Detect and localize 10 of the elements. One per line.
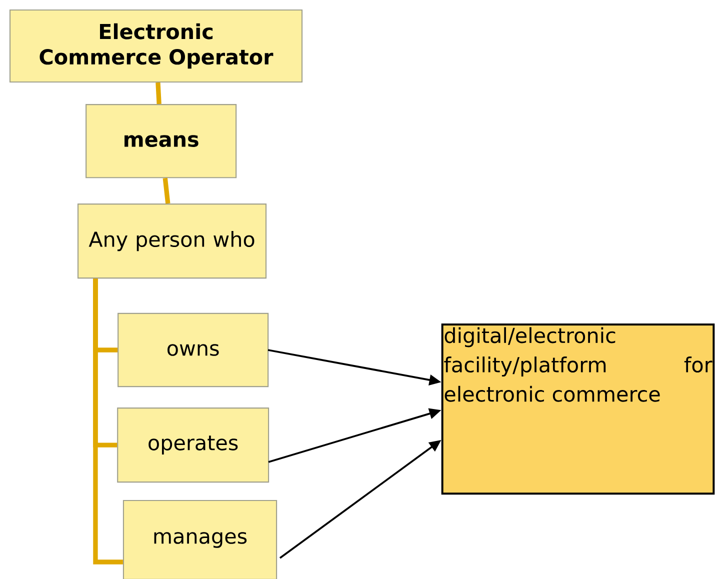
- title-box: Electronic Commerce Operator: [9, 9, 303, 83]
- tree-connector: [93, 278, 123, 564]
- action-box: owns: [118, 312, 269, 388]
- action-box: operates: [117, 408, 270, 483]
- action-box: manages: [122, 500, 278, 579]
- target-box: digital/electronic facility/platform for electronic commerce: [441, 324, 715, 495]
- tree-connector: [156, 82, 162, 104]
- term-box: means: [86, 104, 237, 178]
- tree-connector: [162, 178, 170, 204]
- definition-box: Any person who: [77, 204, 267, 279]
